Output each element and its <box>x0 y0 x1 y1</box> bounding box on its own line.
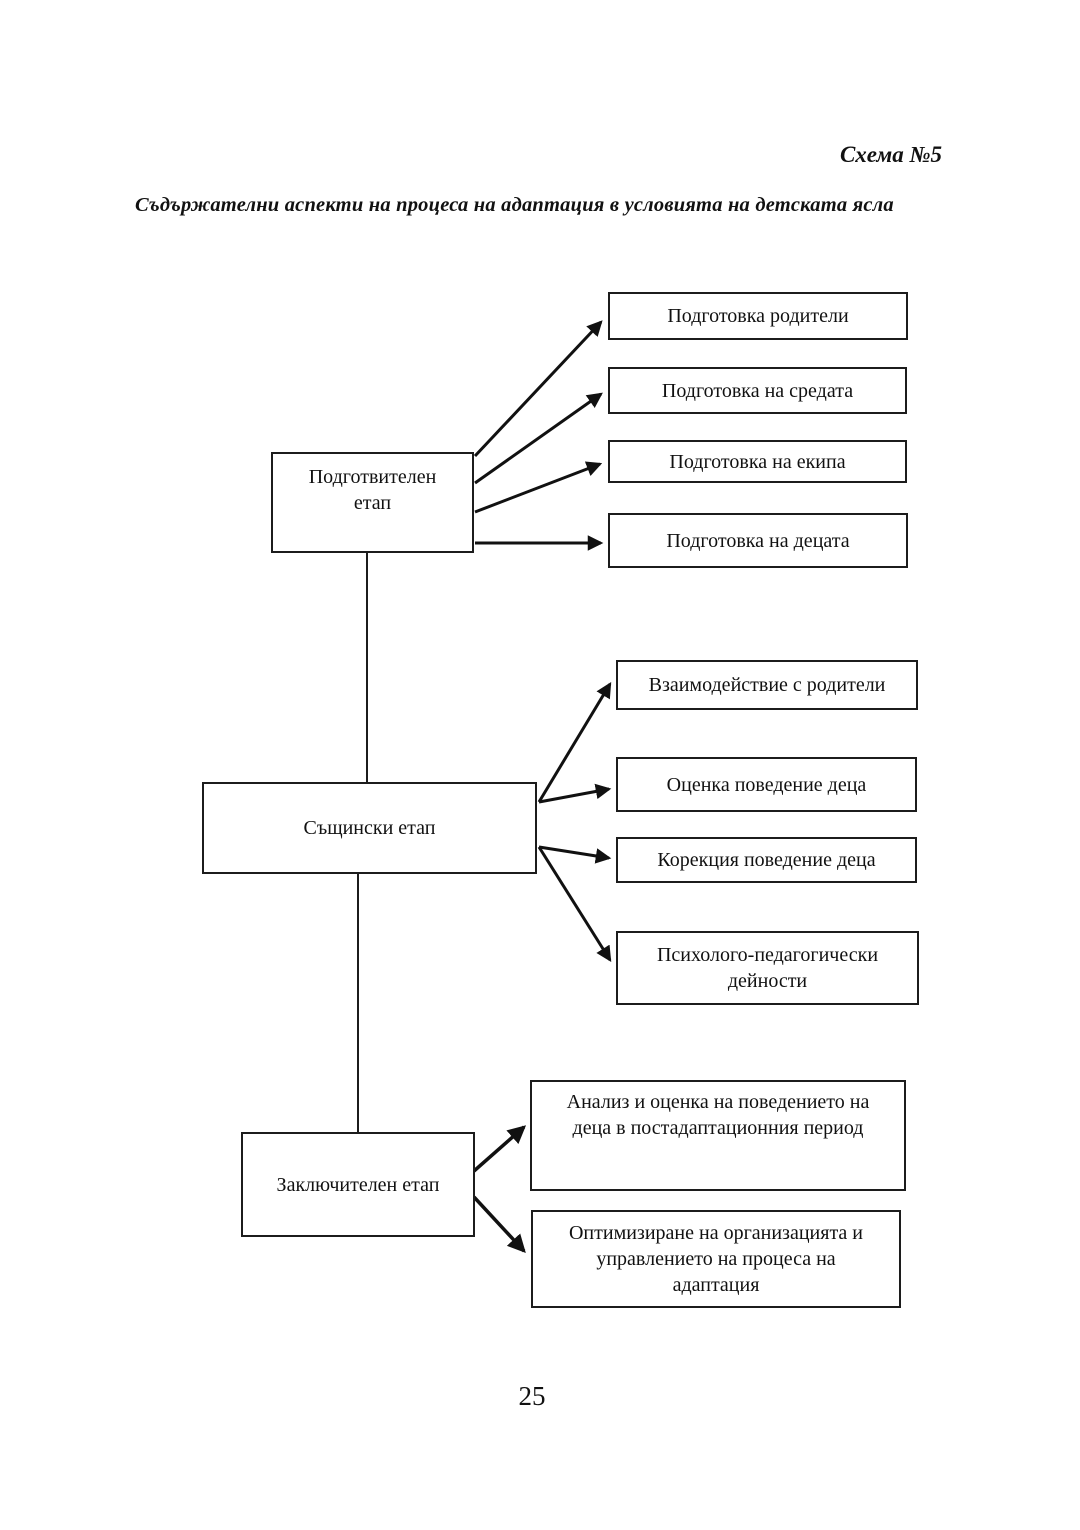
item-correct-behavior-label: Корекция поведение деца <box>657 849 876 871</box>
arrow-final-optimization <box>472 1195 526 1254</box>
item-optimization-management: Оптимизиране на организацията и управлен… <box>531 1210 901 1308</box>
arrow-final-analysis <box>472 1125 527 1173</box>
item-psych-ped-activities-label: Психолого-педагогически дейности <box>656 944 879 992</box>
item-analysis-postadaptation: Анализ и оценка на поведението на деца в… <box>530 1080 906 1191</box>
item-correct-behavior: Корекция поведение деца <box>616 837 917 883</box>
arrow-prep-environment <box>474 392 603 485</box>
arrow-prep-parents <box>473 320 603 458</box>
item-prepare-children: Подготовка на децата <box>608 513 908 568</box>
stage-preparatory-box: Подготвителен етап <box>271 452 474 553</box>
item-prepare-children-label: Подготовка на децата <box>666 529 850 552</box>
stage-final-label: Заключителен етап <box>276 1173 440 1196</box>
item-prepare-team-label: Подготовка на екипа <box>669 450 846 473</box>
arrow-prep-team <box>474 461 603 514</box>
item-prepare-environment: Подготовка на средата <box>608 367 907 414</box>
item-psych-ped-activities: Психолого-педагогически дейности <box>616 931 919 1005</box>
page-number: 25 <box>518 1381 546 1411</box>
item-optimization-management-label: Оптимизиране на организацията и управлен… <box>568 1222 864 1296</box>
stage-main-label: Същински етап <box>303 817 436 839</box>
item-interaction-parents-label: Взаимодействие с родители <box>648 674 886 696</box>
diagram-title: Съдържателни аспекти на процеса на адапт… <box>135 194 894 216</box>
arrow-main-assessment <box>538 783 612 804</box>
item-prepare-parents: Подготовка родители <box>608 292 908 340</box>
item-prepare-team: Подготовка на екипа <box>608 440 907 483</box>
arrow-main-interaction <box>537 681 612 803</box>
arrow-main-correction <box>538 845 612 864</box>
stage-final-box: Заключителен етап <box>241 1132 475 1237</box>
schema-number-label: Схема №5 <box>839 142 942 167</box>
item-assess-behavior-label: Оценка поведение деца <box>666 773 867 796</box>
item-analysis-postadaptation-label: Анализ и оценка на поведението на деца в… <box>566 1091 870 1139</box>
item-interaction-parents: Взаимодействие с родители <box>616 660 918 710</box>
stage-preparatory-label: Подготвителен етап <box>308 466 437 514</box>
stage-main-box: Същински етап <box>202 782 537 874</box>
arrow-main-psych-ped <box>537 846 612 962</box>
item-assess-behavior: Оценка поведение деца <box>616 757 917 812</box>
item-prepare-parents-label: Подготовка родители <box>667 305 849 327</box>
item-prepare-environment-label: Подготовка на средата <box>661 379 854 402</box>
